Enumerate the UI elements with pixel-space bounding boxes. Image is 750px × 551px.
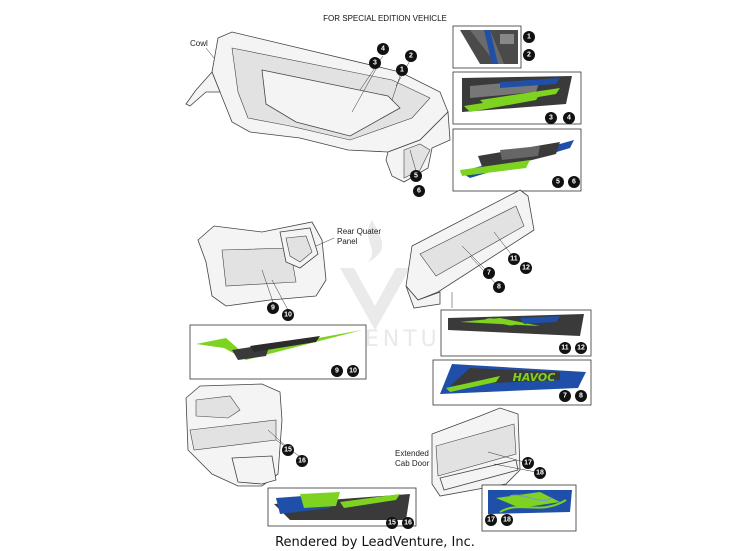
callout-5-box[interactable]: 5	[552, 176, 564, 188]
center-panel-part[interactable]	[405, 189, 535, 309]
callout-2-box[interactable]: 2	[523, 49, 535, 61]
svg-text:2: 2	[409, 53, 413, 60]
callout-11-box[interactable]: 11	[559, 342, 571, 354]
footer-credit: Rendered by LeadVenture, Inc.	[275, 535, 475, 550]
svg-text:6: 6	[572, 179, 576, 186]
svg-text:16: 16	[298, 458, 306, 465]
callout-7-box[interactable]: 7	[559, 390, 571, 402]
extended-cab-label-line2: Cab Door	[395, 459, 430, 468]
cowl-label: Cowl	[190, 39, 208, 48]
decal-1-2-graphic	[460, 30, 518, 64]
callout-8[interactable]: 8	[493, 281, 505, 293]
callout-6-box[interactable]: 6	[568, 176, 580, 188]
callout-10[interactable]: 10	[282, 309, 294, 321]
svg-text:11: 11	[510, 256, 518, 263]
callout-11[interactable]: 11	[508, 253, 520, 265]
callout-7[interactable]: 7	[483, 267, 495, 279]
callout-3-box[interactable]: 3	[545, 112, 557, 124]
callout-15[interactable]: 15	[282, 444, 294, 456]
svg-text:5: 5	[414, 173, 418, 180]
decal-17-18-graphic	[488, 490, 572, 514]
rear-quarter-label-line1: Rear Quater	[337, 227, 381, 236]
diagram-title: FOR SPECIAL EDITION VEHICLE	[323, 14, 447, 23]
svg-text:16: 16	[404, 520, 412, 527]
rear-quarter-label-line2: Panel	[337, 237, 358, 246]
svg-text:10: 10	[284, 312, 292, 319]
svg-text:1: 1	[527, 34, 531, 41]
svg-text:8: 8	[497, 284, 501, 291]
callout-16-box[interactable]: 16	[402, 517, 414, 529]
callout-1-box[interactable]: 1	[523, 31, 535, 43]
svg-text:11: 11	[561, 345, 569, 352]
callout-17[interactable]: 17	[522, 457, 534, 469]
callout-9[interactable]: 9	[267, 302, 279, 314]
svg-text:10: 10	[349, 368, 357, 375]
svg-text:9: 9	[335, 368, 339, 375]
decal-15-16-graphic	[274, 492, 410, 520]
decal-3-4-graphic	[462, 76, 572, 112]
svg-text:4: 4	[381, 46, 385, 53]
callout-10-box[interactable]: 10	[347, 365, 359, 377]
svg-text:2: 2	[527, 52, 531, 59]
callout-18-box[interactable]: 18	[501, 514, 513, 526]
callout-9-box[interactable]: 9	[331, 365, 343, 377]
svg-text:15: 15	[284, 447, 292, 454]
svg-text:4: 4	[567, 115, 571, 122]
svg-text:1: 1	[400, 67, 404, 74]
decal-7-8-graphic: HAVOC	[440, 364, 586, 394]
rear-quarter-panel-part[interactable]	[197, 221, 327, 307]
callout-12-box[interactable]: 12	[575, 342, 587, 354]
callout-3[interactable]: 3	[369, 57, 381, 69]
callout-6[interactable]: 6	[413, 185, 425, 197]
svg-text:18: 18	[536, 470, 544, 477]
svg-text:6: 6	[417, 188, 421, 195]
svg-text:17: 17	[487, 517, 495, 524]
svg-text:7: 7	[487, 270, 491, 277]
callout-8-box[interactable]: 8	[575, 390, 587, 402]
havoc-decal-text: HAVOC	[513, 371, 556, 384]
svg-text:8: 8	[579, 393, 583, 400]
cowl-part[interactable]	[185, 31, 451, 183]
decal-9-10-graphic	[196, 330, 362, 360]
callout-5[interactable]: 5	[410, 170, 422, 182]
callout-17-box[interactable]: 17	[485, 514, 497, 526]
callout-1[interactable]: 1	[396, 64, 408, 76]
callout-16[interactable]: 16	[296, 455, 308, 467]
callout-2[interactable]: 2	[405, 50, 417, 62]
extended-cab-door-part[interactable]	[431, 407, 521, 497]
decal-5-6-graphic	[460, 140, 574, 178]
svg-text:3: 3	[549, 115, 553, 122]
callout-15-box[interactable]: 15	[386, 517, 398, 529]
svg-text:3: 3	[373, 60, 377, 67]
svg-text:18: 18	[503, 517, 511, 524]
svg-text:12: 12	[577, 345, 585, 352]
svg-text:9: 9	[271, 305, 275, 312]
svg-text:15: 15	[388, 520, 396, 527]
callout-4[interactable]: 4	[377, 43, 389, 55]
callout-4-box[interactable]: 4	[563, 112, 575, 124]
callout-18[interactable]: 18	[534, 467, 546, 479]
extended-cab-label-line1: Extended	[395, 449, 429, 458]
svg-text:7: 7	[563, 393, 567, 400]
svg-text:5: 5	[556, 179, 560, 186]
callout-12[interactable]: 12	[520, 262, 532, 274]
front-door-part[interactable]	[185, 383, 283, 487]
svg-text:12: 12	[522, 265, 530, 272]
svg-text:17: 17	[524, 460, 532, 467]
decal-11-12-graphic	[448, 314, 584, 336]
